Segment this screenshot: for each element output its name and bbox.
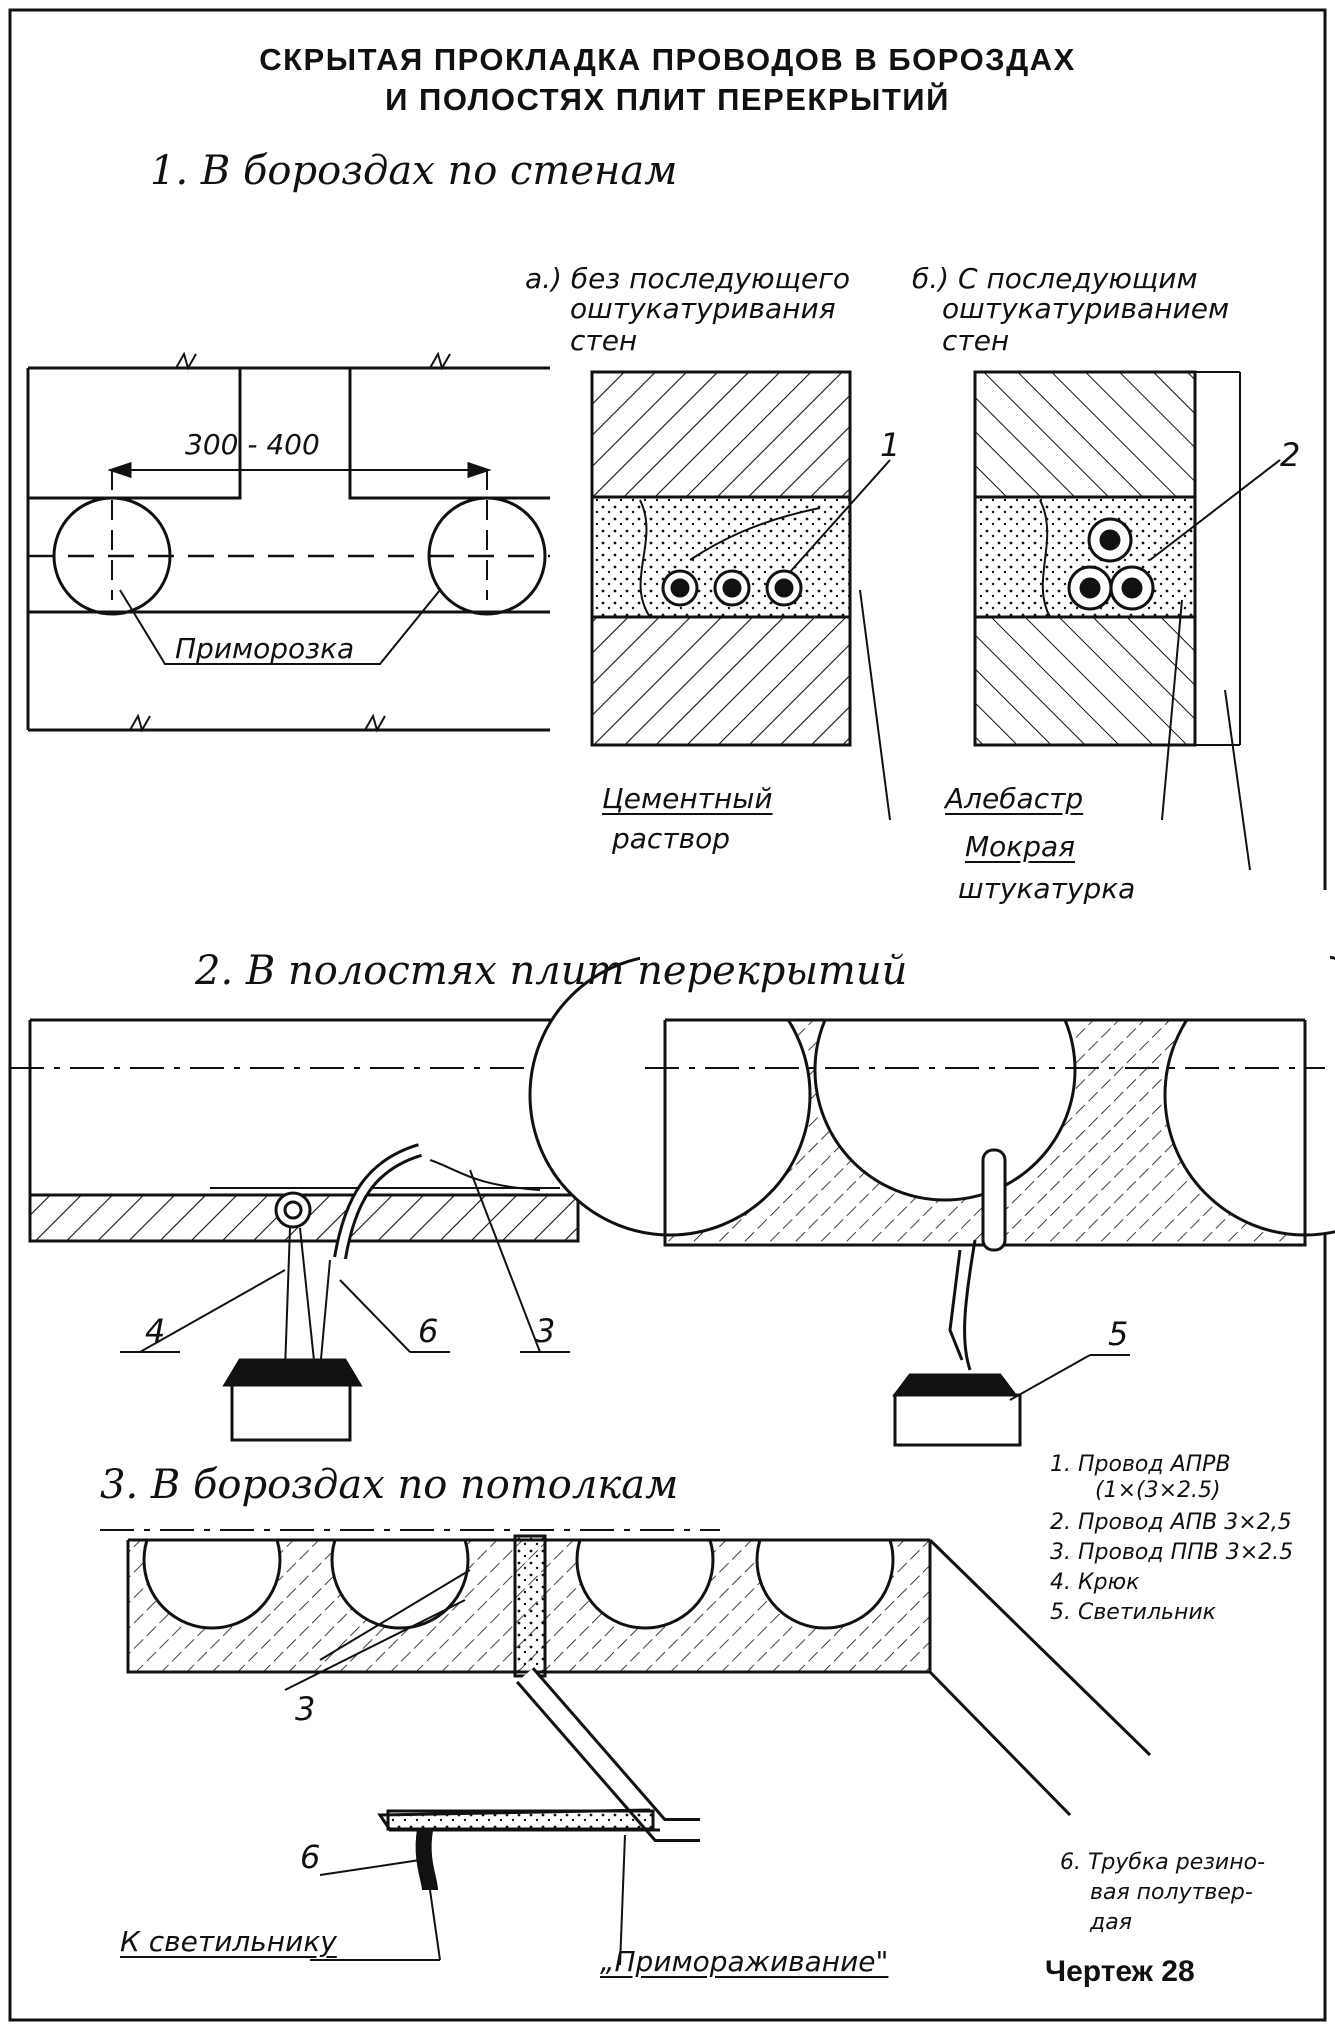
ceiling-groove-detail [100,1485,1152,1966]
slab-hook-detail [10,1018,600,1442]
callout-3: 3 [535,1312,556,1350]
legend-item-5: 5. Светильник [1050,1600,1216,1625]
section-3-heading: 3. В бороздах по потолкам [100,1462,679,1508]
section-1-heading: 1. В бороздах по стенам [150,148,678,194]
legend-item-1: 1. Провод АПРВ [1050,1452,1231,1477]
legend-tube-line-1: 6. Трубка резино- [1060,1850,1266,1875]
cement-label-line-2: раствор [612,822,731,855]
legend-item-3: 3. Провод ППВ 3×2.5 [1050,1540,1294,1565]
title-line-1: СКРЫТАЯ ПРОКЛАДКА ПРОВОДОВ В БОРОЗДАХ [259,42,1076,77]
legend-tube-line-2: вая полутвер- [1090,1880,1253,1905]
variant-a-line-2: оштукатуривания [570,292,836,325]
callout-6: 6 [418,1312,439,1350]
callout-1: 1 [880,426,901,464]
section-2-heading: 2. В полостях плит перекрытий [195,948,908,994]
variant-b-line-3: стен [942,324,1010,357]
groove-section-b [973,370,1281,871]
hollow-slab-detail [528,890,1335,1447]
triangle-wires [1067,517,1155,611]
cement-label-line-1: Цементный [602,782,773,815]
legend-tube-line-3: дая [1090,1910,1132,1935]
variant-a-line-1: а.) без последующего [525,262,851,295]
to-lamp-label: К светильнику [120,1925,337,1958]
legend-item-1-spec: (1×(3×2.5) [1095,1478,1221,1503]
dimension-label: 300 - 400 [185,428,320,461]
section-3-callout-3: 3 [295,1690,316,1728]
variant-b-line-2: оштукатуриванием [942,292,1230,325]
section-3-callout-6: 6 [300,1838,321,1876]
callout-2: 2 [1280,436,1301,474]
freezing-label: „Примораживание" [600,1945,889,1978]
flat-wire [661,569,803,607]
plaster-label-line-1: Мокрая [965,830,1075,863]
callout-5: 5 [1108,1315,1129,1353]
wall-groove-plan [26,351,550,733]
freeze-label: Приморозка [175,632,355,665]
legend-item-2: 2. Провод АПВ 3×2,5 [1050,1510,1292,1535]
plaster-label-line-2: штукатурка [958,872,1136,905]
variant-b-line-1: б.) С последующим [912,262,1198,295]
variant-a-line-3: стен [570,324,638,357]
callout-4: 4 [145,1312,166,1350]
alabaster-label: Алебастр [945,782,1084,815]
title-line-2: И ПОЛОСТЯХ ПЛИТ ПЕРЕКРЫТИЙ [385,82,950,117]
legend-item-4: 4. Крюк [1050,1570,1140,1595]
drawing-number: Чертеж 28 [1045,1955,1195,1988]
groove-section-a [590,370,891,821]
